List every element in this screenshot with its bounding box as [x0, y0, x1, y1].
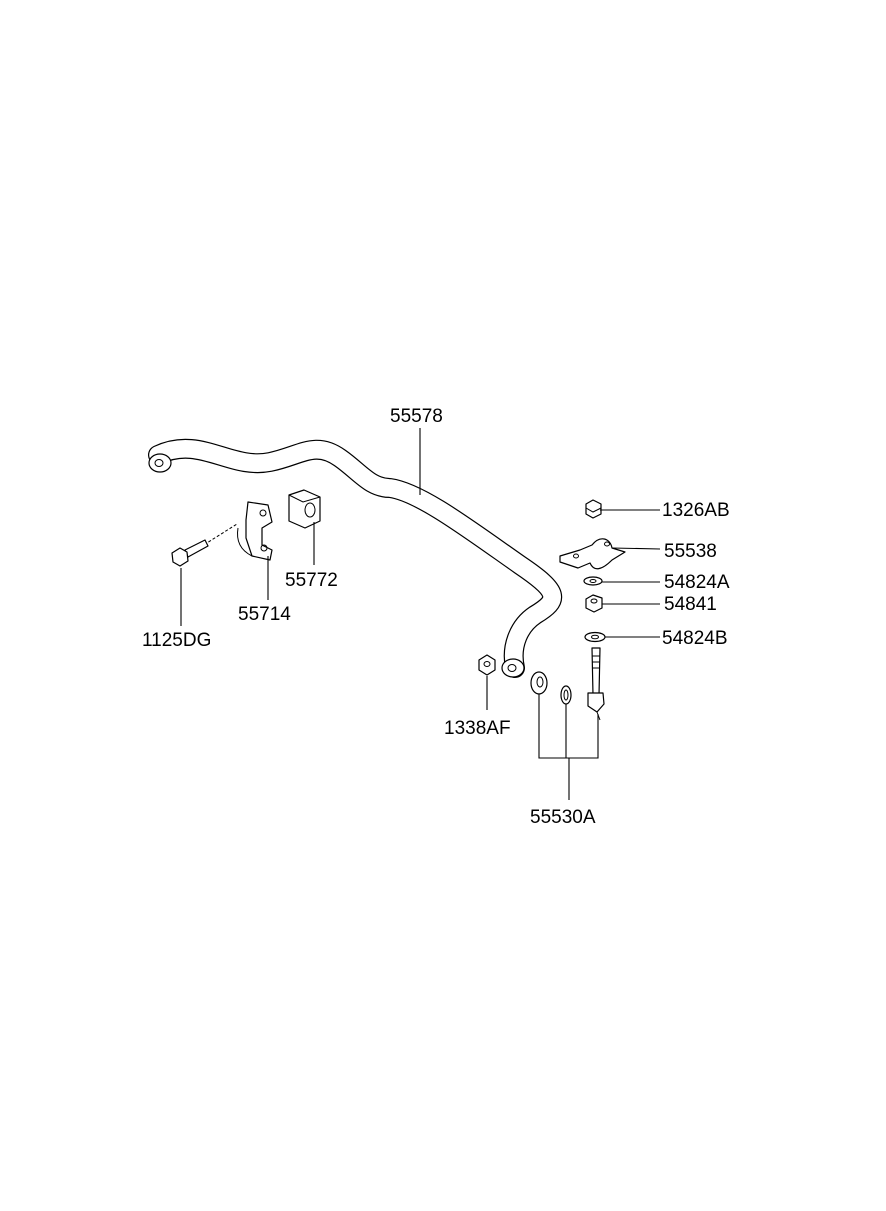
- nut-1326ab: [585, 499, 602, 519]
- bracket-55714: [237, 501, 273, 561]
- part-label-54841: 54841: [664, 594, 717, 615]
- part-label-54824a: 54824A: [664, 572, 730, 593]
- leader-lines: [180, 428, 661, 800]
- part-label-1125dg: 1125DG: [142, 630, 211, 651]
- part-label-55578: 55578: [390, 406, 443, 427]
- link-assembly-55530a: [530, 647, 605, 721]
- bushing-55772: [288, 489, 321, 529]
- washer-54824a: [583, 576, 603, 586]
- bushing-54841: [585, 594, 603, 613]
- part-label-55772: 55772: [285, 570, 338, 591]
- bolt-1125dg: [171, 523, 238, 567]
- washer-54824b: [584, 631, 606, 643]
- part-label-55538: 55538: [664, 541, 717, 562]
- part-label-55714: 55714: [238, 604, 291, 625]
- bracket-55538: [559, 538, 626, 570]
- part-label-54824b: 54824B: [662, 628, 728, 649]
- nut-1338af: [478, 654, 496, 676]
- part-label-1326ab: 1326AB: [662, 500, 730, 521]
- part-label-55530a: 55530A: [530, 807, 596, 828]
- part-label-1338af: 1338AF: [444, 718, 511, 739]
- stabilizer-bar: [148, 438, 563, 678]
